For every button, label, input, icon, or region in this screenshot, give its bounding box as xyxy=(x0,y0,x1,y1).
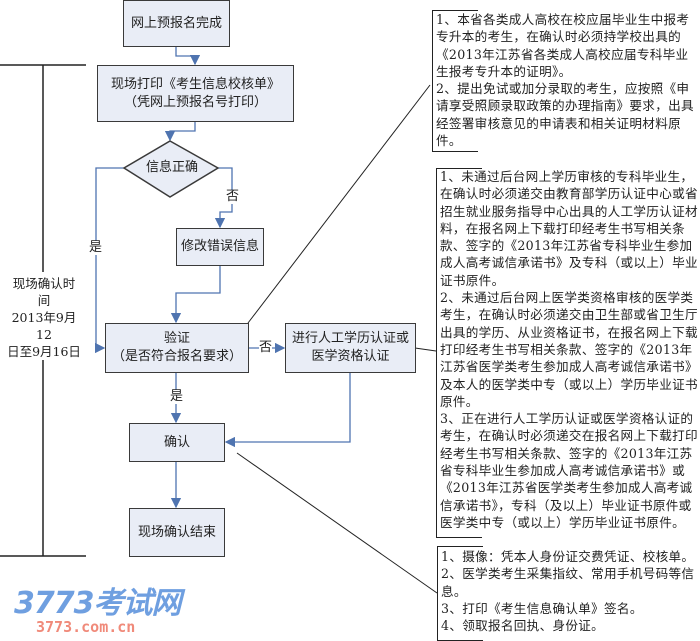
step-label: 进行人工学历认证或 xyxy=(291,331,409,346)
step-end: 现场确认结束 xyxy=(129,508,225,557)
watermark-logo: 3773考试网 3773.com.cn xyxy=(14,578,181,636)
note-item: 3、打印《考生信息确认单》签名。 xyxy=(441,600,643,616)
arrow-manual-to-confirm xyxy=(224,372,351,448)
arrow-fix-to-verify xyxy=(170,265,221,324)
period-label: 现场确认时 xyxy=(12,276,76,291)
decision-label: 信息正确 xyxy=(146,160,199,175)
label-no: 否 xyxy=(226,189,240,204)
step-label: 确认 xyxy=(163,434,190,450)
note-item: 2、医学类考生采集指纹、常用手机号码等信息。 xyxy=(441,566,695,599)
step-label: 网上预报名完成 xyxy=(130,15,222,31)
step-label: 现场打印《考生信息校核单》 xyxy=(110,76,280,92)
note-item: 1、本省各类成人高校在校应届毕业生中报考专升本的考生，在确认时必须持学校出具的《… xyxy=(436,12,690,79)
note-bracket xyxy=(432,10,478,152)
step-fix-info: 修改错误信息 xyxy=(176,228,264,266)
timeline-bracket xyxy=(0,64,86,557)
step-print-check-sheet: 现场打印《考生信息校核单》 （凭网上预报名号打印） xyxy=(97,65,294,122)
label-yes: 是 xyxy=(89,240,103,255)
verify-notes: 1、本省各类成人高校在校应届毕业生中报考专升本的考生，在确认时必须持学校出具的《… xyxy=(432,11,698,149)
decision-diamond xyxy=(122,140,220,198)
step-sublabel: （凭网上预报名号打印） xyxy=(123,94,267,110)
step-label: 现场确认结束 xyxy=(137,524,216,540)
note-bracket xyxy=(436,168,482,538)
step-sublabel: 医学资格认证 xyxy=(311,349,390,364)
confirmation-period: 现场确认时 间 2013年9月12 日至9月16日 xyxy=(4,275,84,360)
arrow-online-to-print xyxy=(175,46,201,66)
period-label: 间 xyxy=(37,293,51,308)
period-dates: 2013年9月12 xyxy=(11,310,77,342)
note-item: 4、领取报名回执、身份证。 xyxy=(441,618,605,634)
callout-confirm xyxy=(236,452,438,594)
label-no: 否 xyxy=(259,340,273,355)
period-dates: 日至9月16日 xyxy=(7,344,81,359)
note-item: 2、未通过后台网上医学类资格审核的医学类考生，在确认时必须递交由卫生部或省卫生厅… xyxy=(440,290,698,409)
arrow-no-to-fix xyxy=(214,167,233,229)
label-yes: 是 xyxy=(170,389,184,404)
manual-notes: 1、未通过后台网上学历审核的专科毕业生，在确认时必须递交由教育部学历认证中心或省… xyxy=(436,168,700,531)
step-manual-certification: 进行人工学历认证或 医学资格认证 xyxy=(285,323,416,373)
step-online-registration: 网上预报名完成 xyxy=(123,0,230,47)
step-label: 修改错误信息 xyxy=(180,239,259,254)
note-item: 3、正在进行人工学历认证或医学资格认证的考生，在确认时必须递交在报名网上下载打印… xyxy=(440,411,698,530)
step-verify: 验证 （是否符合报名要求） xyxy=(105,323,249,373)
logo-brand: 3773考试网 xyxy=(14,586,181,621)
note-item: 1、摄像：凭本人身份证交费凭证、校核单。 xyxy=(441,549,695,564)
callout-manual xyxy=(414,347,437,352)
step-sublabel: （是否符合报名要求） xyxy=(111,349,242,364)
arrow-print-to-decision xyxy=(164,121,196,142)
step-label: 验证 xyxy=(163,331,190,346)
note-item: 2、提出免试或加分录取的考生，应按照《申请享受照顾录取政策的办理指南》要求，出具… xyxy=(436,81,694,149)
confirm-notes: 1、摄像：凭本人身份证交费凭证、校核单。 2、医学类考生采集指纹、常用手机号码等… xyxy=(437,548,700,634)
note-item: 1、未通过后台网上学历审核的专科毕业生，在确认时必须递交由教育部学历认证中心或省… xyxy=(440,169,698,288)
arrow-yes-to-verify xyxy=(94,167,124,354)
callout-verify xyxy=(247,84,431,324)
step-confirm: 确认 xyxy=(129,423,225,462)
logo-url: 3773.com.cn xyxy=(36,618,136,636)
